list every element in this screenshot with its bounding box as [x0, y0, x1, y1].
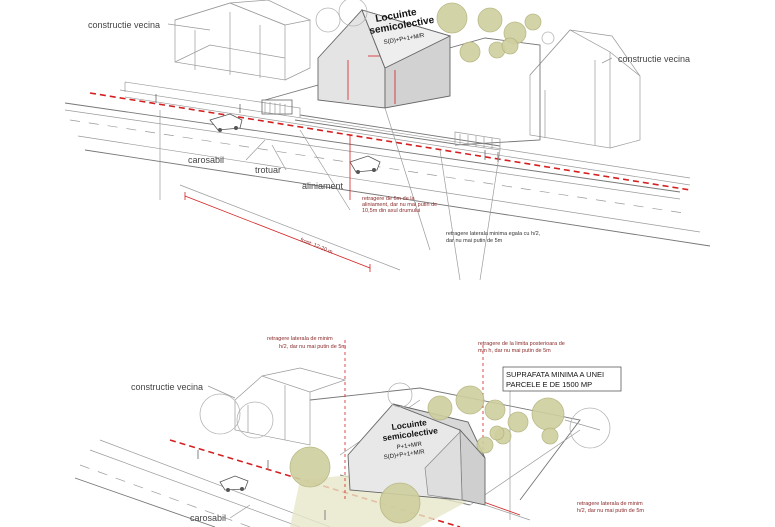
top-building [317, 9, 452, 109]
top-neighbour-house-right [529, 29, 641, 149]
bottom-label-carosabil: carosabil [190, 513, 226, 523]
bottom-annotation-retragere-posterioara-1: retragere de la limita posterioara de [478, 341, 565, 347]
bottom-suprafata-line-1: SUPRAFATA MINIMA A UNEI [506, 370, 604, 379]
top-annotation-front-width: front: 12-20 m [299, 237, 333, 256]
top-annotation-retragere-laterala-1: retragere laterala minima egala cu h/2, [446, 231, 541, 237]
top-annotation-retragere-front-1: retragere de 6m de la [362, 196, 416, 202]
bottom-building [347, 403, 486, 506]
top-annotation-retragere-laterala-2: dar nu mai putin de 5m [446, 238, 503, 244]
bottom-neighbour-house [199, 367, 347, 446]
bottom-annotation-retragere-laterala-top-1: retragere laterala de minim [267, 336, 333, 342]
bottom-car [219, 475, 249, 492]
bottom-annotation-retragere-laterala-bottom-1: retragere laterala de minim [577, 501, 643, 507]
top-diagram: Locuinte semicolective S(D)+P+1+M/R [64, 0, 711, 281]
top-road [64, 89, 711, 247]
bottom-annotation-retragere-laterala-top-2: h/2, dar nu mai putin de 5m [279, 344, 346, 350]
bottom-road [74, 439, 331, 527]
top-label-carosabil: carosabil [188, 155, 224, 165]
bottom-label-constructie-vecina: constructie vecina [131, 382, 203, 392]
top-label-trotuar: trotuar [255, 165, 281, 175]
bottom-annotation-retragere-laterala-bottom-2: h/2, dar nu mai putin de 5m [577, 508, 644, 514]
bottom-annotation-retragere-posterioara-2: min h, dar nu mai putin de 5m [478, 348, 551, 354]
top-trees [315, 0, 555, 63]
bottom-suprafata-box [502, 366, 622, 392]
bottom-suprafata-line-2: PARCELE E DE 1500 MP [506, 380, 592, 389]
bottom-diagram: Locuinte semicolective P+1+M/R S(D)+P+1+… [74, 336, 644, 527]
bottom-pedestrians [197, 450, 326, 520]
top-dimension-lines [159, 107, 501, 281]
top-neighbour-house-left [174, 0, 312, 81]
bottom-building-subtitle-2: S(D)+P+1+M/R [383, 449, 425, 461]
top-annotation-retragere-front-3: 10,5m din axul drumului [362, 208, 420, 214]
top-car-right [349, 155, 381, 174]
top-label-constructie-vecina-left: constructie vecina [88, 20, 160, 30]
top-alignment-line [89, 92, 691, 191]
top-label-constructie-vecina-right: constructie vecina [618, 54, 690, 64]
bottom-building-subtitle-1: P+1+M/R [396, 441, 423, 451]
top-label-aliniament: aliniament [302, 181, 344, 191]
top-annotation-retragere-front-2: aliniament, dar nu mai putin de [362, 202, 437, 208]
bottom-trees [289, 382, 611, 524]
top-car-left [209, 113, 243, 132]
bottom-building-title-1: Locuinte [391, 417, 428, 432]
top-pedestrians [155, 94, 499, 162]
